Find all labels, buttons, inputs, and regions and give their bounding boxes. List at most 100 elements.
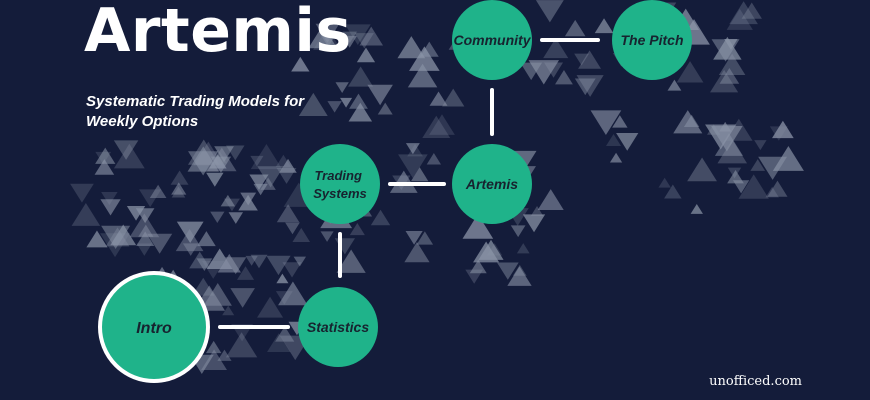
decor-triangle	[398, 154, 428, 179]
decor-triangle	[228, 212, 244, 224]
decor-triangle	[750, 159, 766, 171]
decor-triangle	[690, 203, 703, 214]
decor-triangle	[220, 194, 236, 207]
decor-triangle	[138, 224, 154, 237]
decor-triangle	[257, 166, 284, 188]
decor-triangle	[136, 243, 153, 256]
decor-triangle	[377, 102, 393, 115]
decor-triangle	[249, 174, 269, 190]
decor-triangle	[738, 174, 769, 199]
decor-triangle	[578, 50, 601, 69]
decor-triangle	[348, 102, 373, 122]
decor-triangle	[320, 231, 334, 242]
node-the-pitch-circle	[612, 0, 692, 80]
decor-triangle	[478, 239, 504, 260]
decor-triangle	[356, 47, 376, 63]
decor-triangle	[101, 192, 118, 206]
decor-triangle	[250, 254, 268, 269]
decor-triangle	[612, 115, 628, 128]
decor-triangle	[203, 283, 232, 306]
decor-triangle	[687, 157, 717, 182]
decor-triangle	[86, 230, 108, 248]
decor-triangle	[275, 326, 295, 342]
decor-triangle	[727, 169, 744, 184]
decor-triangle	[225, 332, 258, 358]
decor-triangle	[422, 115, 451, 139]
decor-triangle	[327, 101, 342, 113]
node-community[interactable]: Community	[452, 0, 532, 80]
decor-triangle	[765, 186, 779, 198]
decor-triangle	[389, 170, 418, 193]
decor-triangle	[71, 203, 101, 226]
node-artemis[interactable]: Artemis	[452, 144, 532, 224]
decor-triangle	[429, 114, 455, 135]
decor-triangle	[404, 242, 430, 263]
decor-triangle	[206, 172, 224, 187]
decor-triangle	[126, 206, 146, 221]
decor-triangle	[359, 26, 384, 46]
decor-triangle	[555, 70, 573, 85]
decor-triangle	[407, 63, 438, 88]
decor-triangle	[136, 231, 155, 247]
decor-triangle	[718, 53, 746, 75]
decor-triangle	[129, 213, 160, 238]
decor-triangle	[469, 259, 487, 274]
decor-triangle	[349, 223, 365, 236]
decor-triangle	[313, 27, 342, 51]
decor-triangle	[276, 273, 289, 284]
decor-triangle	[266, 255, 291, 276]
decor-triangle	[95, 147, 116, 164]
decor-triangle	[189, 251, 211, 269]
node-intro[interactable]: Intro	[98, 271, 210, 383]
decor-triangle	[370, 209, 391, 226]
decor-triangle	[257, 296, 284, 318]
decor-triangle	[282, 262, 302, 278]
decor-triangle	[574, 53, 590, 66]
node-trading-systems-circle	[300, 144, 380, 224]
decor-triangle	[214, 146, 234, 163]
decor-triangle	[564, 19, 586, 37]
decor-triangle	[535, 0, 564, 23]
decor-triangle	[139, 189, 162, 208]
decor-triangle	[292, 227, 311, 242]
decor-triangle	[667, 79, 682, 91]
decor-triangle	[520, 62, 543, 81]
decor-triangle	[279, 158, 297, 173]
decor-triangle	[171, 182, 187, 195]
node-statistics[interactable]: Statistics	[298, 287, 378, 367]
decor-triangle	[100, 199, 121, 216]
decor-triangle	[201, 349, 227, 370]
decor-triangle	[230, 288, 255, 308]
decor-triangle	[222, 305, 235, 316]
decor-triangle	[537, 189, 564, 210]
decor-triangle	[182, 243, 199, 256]
decor-triangle	[101, 225, 131, 250]
decor-triangle	[397, 36, 426, 59]
decor-triangle	[336, 249, 366, 273]
decor-triangle	[605, 133, 622, 146]
node-the-pitch[interactable]: The Pitch	[612, 0, 692, 80]
decor-triangle	[544, 62, 564, 78]
decor-triangle	[237, 266, 255, 280]
decor-triangle	[278, 281, 308, 306]
node-artemis-circle	[452, 144, 532, 224]
decor-triangle	[510, 225, 526, 238]
node-trading-systems[interactable]: Trading Systems	[300, 144, 380, 224]
decor-triangle	[250, 143, 283, 170]
decor-triangle	[149, 184, 167, 199]
decor-triangle	[224, 198, 240, 212]
node-the-pitch-label: The Pitch	[620, 32, 683, 48]
decor-triangle	[516, 243, 530, 254]
decor-triangle	[188, 151, 219, 176]
node-artemis-label: Artemis	[465, 176, 518, 192]
decor-triangle	[70, 183, 94, 203]
decor-triangle	[772, 120, 794, 139]
decor-triangle	[590, 110, 622, 136]
decor-triangle	[176, 221, 204, 244]
decor-triangle	[192, 277, 215, 296]
decor-triangle	[291, 56, 310, 72]
decor-triangle	[349, 93, 368, 109]
decor-triangle	[416, 231, 434, 245]
decor-triangle	[594, 18, 614, 34]
